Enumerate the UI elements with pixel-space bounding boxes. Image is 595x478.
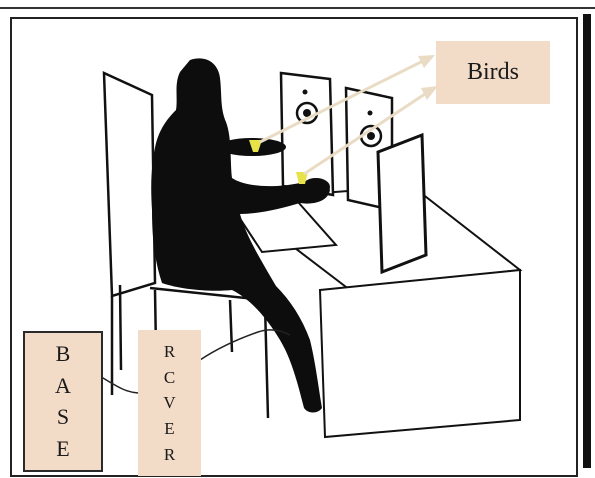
monitor-panel (378, 135, 426, 272)
base-letter: A (55, 375, 71, 397)
rcver-label: R C V E R (138, 330, 201, 476)
top-rule (0, 7, 595, 9)
base-letter: B (56, 343, 71, 365)
rcver-letter: C (164, 369, 175, 386)
base-label: B A S E (23, 331, 103, 472)
base-letter: E (56, 438, 69, 460)
rcver-letter: R (164, 343, 175, 360)
rcver-letter: V (163, 394, 175, 411)
base-letter: S (57, 406, 69, 428)
birds-label: Birds (436, 41, 550, 104)
hand (302, 178, 330, 196)
right-edge-bar (583, 14, 591, 468)
speaker-left (281, 73, 333, 195)
rcver-letter: R (164, 446, 175, 463)
rcver-letter: E (164, 420, 174, 437)
